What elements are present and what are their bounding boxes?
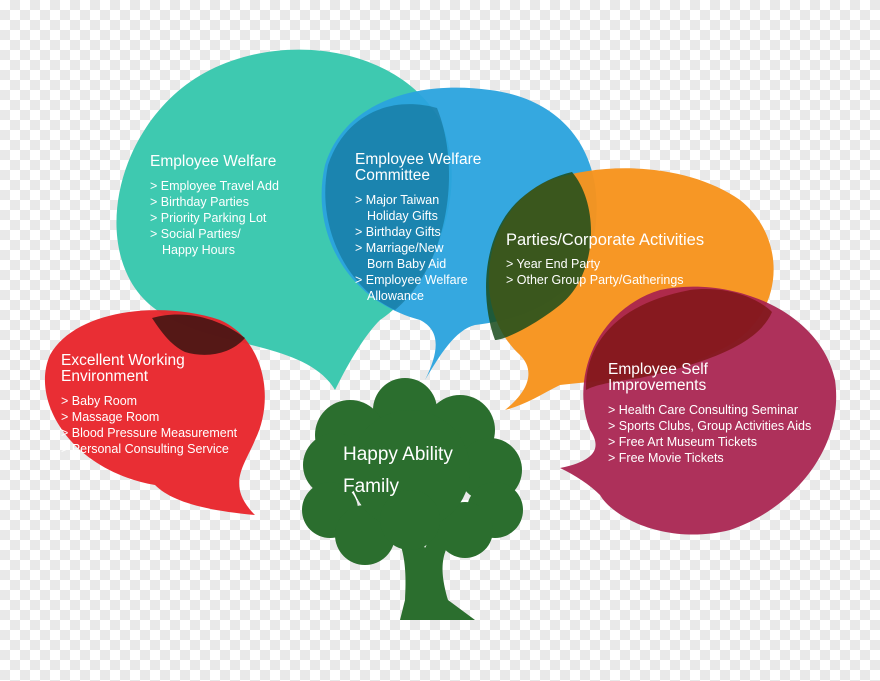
tree-illustration (302, 378, 523, 620)
list-item: Employee Welfare Allowance (355, 272, 492, 304)
list-item: Other Group Party/Gatherings (506, 272, 766, 288)
list-item: Free Movie Tickets (608, 450, 848, 466)
tree-label: Happy Ability Family (343, 439, 453, 503)
parties-text: Parties/Corporate Activities Year End Pa… (506, 232, 766, 288)
list-item: Priority Parking Lot (150, 210, 310, 226)
list-item: Blood Pressure Measurement (61, 425, 261, 441)
overlap-red-teal (152, 314, 245, 355)
overlap-orange-crimson (585, 289, 772, 390)
improvements-text: Employee Self Improvements Health Care C… (608, 362, 848, 466)
list-item: Health Care Consulting Seminar (608, 402, 848, 418)
parties-title: Parties/Corporate Activities (506, 231, 705, 249)
list-item: Marriage/New Born Baby Aid (355, 240, 472, 272)
list-item: Birthday Gifts (355, 224, 525, 240)
committee-title: Employee Welfare Committee (355, 151, 482, 184)
list-item: Personal Consulting Service (61, 441, 261, 457)
welfare-list: Employee Travel Add Birthday Parties Pri… (150, 178, 310, 258)
list-item: Social Parties/ Happy Hours (150, 226, 272, 258)
improvements-title: Employee Self Improvements (608, 361, 708, 394)
list-item: Free Art Museum Tickets (608, 434, 848, 450)
list-item: Massage Room (61, 409, 261, 425)
welfare-title: Employee Welfare (150, 153, 277, 170)
welfare-text: Employee Welfare Employee Travel Add Bir… (150, 154, 310, 258)
list-item: Birthday Parties (150, 194, 310, 210)
environment-text: Excellent Working Environment Baby Room … (61, 353, 261, 457)
list-item: Major Taiwan Holiday Gifts (355, 192, 472, 224)
list-item: Year End Party (506, 256, 766, 272)
tree-label-line1: Happy Ability (343, 444, 453, 465)
parties-list: Year End Party Other Group Party/Gatheri… (506, 256, 766, 288)
list-item: Sports Clubs, Group Activities Aids (608, 418, 848, 434)
list-item: Employee Travel Add (150, 178, 310, 194)
improvements-list: Health Care Consulting Seminar Sports Cl… (608, 402, 848, 466)
tree-label-line2: Family (343, 476, 399, 497)
list-item: Baby Room (61, 393, 261, 409)
environment-title: Excellent Working Environment (61, 352, 185, 385)
committee-list: Major Taiwan Holiday Gifts Birthday Gift… (355, 192, 525, 304)
environment-list: Baby Room Massage Room Blood Pressure Me… (61, 393, 261, 457)
committee-text: Employee Welfare Committee Major Taiwan … (355, 152, 525, 304)
